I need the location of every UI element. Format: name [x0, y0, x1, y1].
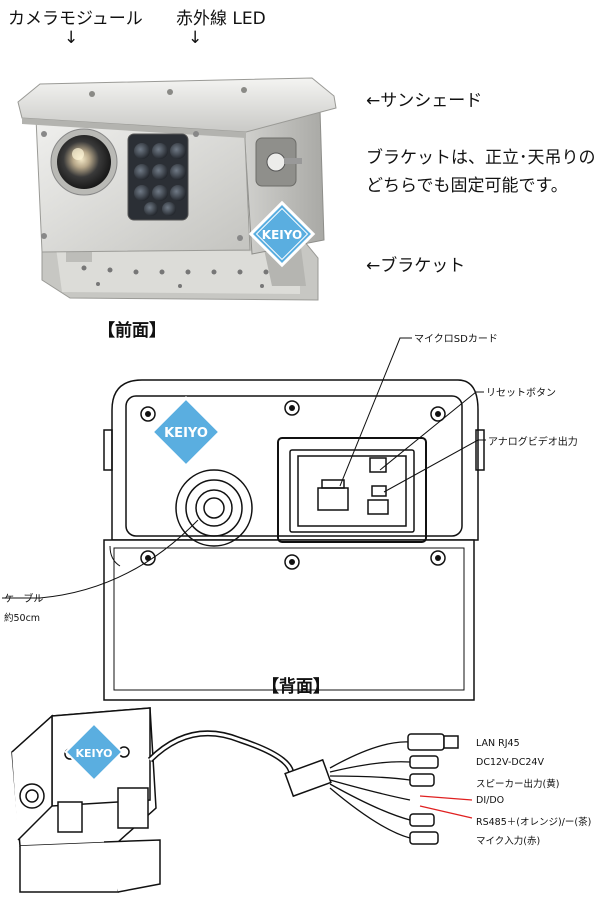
- connector-label-speaker: スピーカー出力(黄): [476, 779, 560, 790]
- arrow-camera-module: ↓: [64, 28, 79, 48]
- connector-label-mic: マイク入力(赤): [476, 836, 541, 847]
- connector-label-rs485: RS485＋(オレンジ)/ー(茶): [476, 817, 592, 828]
- keiyo-logo-back: KEIYO: [149, 395, 223, 469]
- keiyo-logo-back-text: KEIYO: [164, 426, 208, 441]
- front-camera-photo: [17, 77, 337, 301]
- keiyo-logo-front: KEIYO: [248, 200, 316, 268]
- label-reset-button: リセットボタン: [486, 388, 556, 399]
- connector-label-dido: DI/DO: [476, 795, 505, 806]
- keiyo-logo-connector: KEIYO: [64, 722, 124, 782]
- keiyo-logo-front-text: KEIYO: [262, 228, 302, 242]
- back-camera-drawing: [103, 379, 485, 701]
- connector-label-dc: DC12V-DC24V: [476, 757, 544, 768]
- label-bracket: ←ブラケット: [366, 256, 466, 276]
- caption-front: 【前面】: [98, 321, 166, 341]
- connector-label-lan: LAN RJ45: [476, 738, 520, 749]
- back-leader-lines: [2, 337, 486, 599]
- label-analog-video: アナログビデオ出力: [488, 437, 578, 448]
- label-ir-led: 赤外線 LED: [176, 9, 266, 29]
- label-camera-module: カメラモジュール: [8, 9, 143, 29]
- label-microsd: マイクロSDカード: [414, 334, 498, 345]
- label-cable-length: 約50cm: [4, 613, 41, 624]
- keiyo-logo-connector-text: KEIYO: [75, 747, 112, 760]
- note-bracket-line1: ブラケットは、正立･天吊りの: [366, 148, 596, 168]
- arrow-ir-led: ↓: [188, 28, 203, 48]
- caption-back: 【背面】: [262, 677, 330, 697]
- label-cable: ケーブル: [4, 594, 44, 605]
- label-sunshade: ←サンシェード: [366, 91, 483, 111]
- note-bracket-line2: どちらでも固定可能です。: [366, 176, 568, 196]
- connector-highlight-lines: [419, 795, 473, 819]
- connector-camera-drawing: [11, 707, 459, 893]
